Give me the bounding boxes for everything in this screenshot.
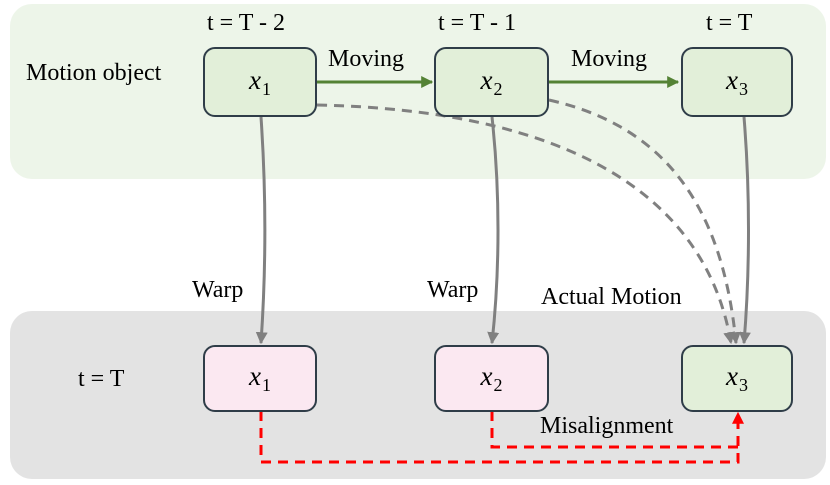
actual-motion-arrow-1 (316, 103, 736, 345)
moving-label-1: Moving (328, 46, 405, 72)
bottom-node-x3-label: x3 (726, 361, 748, 395)
misalignment-label: Misalignment (540, 413, 674, 439)
row-label-motion-object: Motion object (26, 60, 162, 86)
moving-label-2: Moving (571, 46, 648, 72)
top-node-x1: x1 (203, 47, 317, 117)
top-node-x3: x3 (681, 47, 793, 117)
top-node-x2-label: x2 (480, 64, 503, 99)
warp-label-1: Warp (192, 277, 244, 303)
time-label-t: t = T (706, 10, 753, 36)
bottom-node-x3: x3 (681, 345, 793, 412)
time-label-t-minus-1: t = T - 1 (438, 10, 516, 36)
bottom-node-x2-label: x2 (480, 361, 503, 395)
top-node-x1-label: x1 (249, 64, 271, 99)
actual-motion-arrow-2 (548, 98, 741, 345)
top-node-x3-label: x3 (726, 64, 748, 99)
misalignment-arrow-2 (490, 411, 738, 449)
warp-arrow-3 (738, 116, 751, 345)
top-node-x2: x2 (434, 47, 549, 117)
time-label-t-minus-2: t = T - 2 (207, 10, 285, 36)
warp-arrow-1 (255, 116, 268, 345)
bottom-node-x1-label: x1 (249, 361, 271, 395)
bottom-node-x1: x1 (203, 345, 317, 412)
actual-motion-label: Actual Motion (541, 284, 682, 310)
misalignment-arrow-1 (259, 411, 744, 464)
row-label-t-equals-T: t = T (78, 366, 125, 392)
warp-label-2: Warp (427, 277, 479, 303)
bottom-node-x2: x2 (434, 345, 549, 412)
warp-arrow-2 (487, 116, 500, 345)
